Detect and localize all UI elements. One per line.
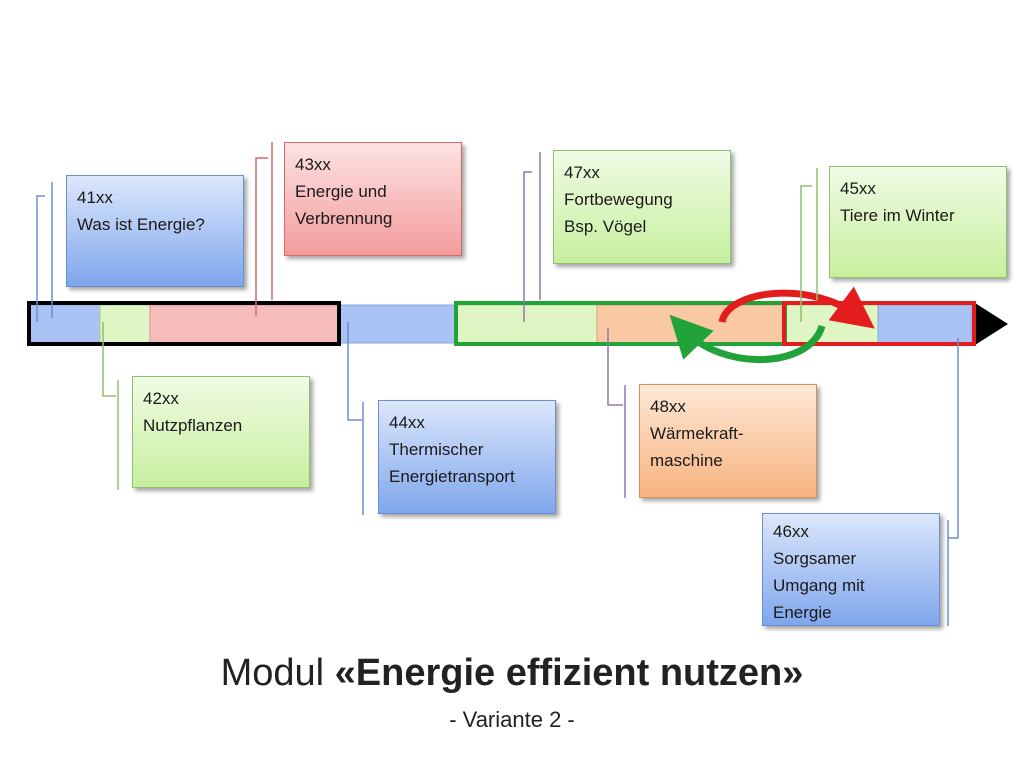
segment-42 (99, 304, 151, 344)
connector-42 (102, 322, 116, 397)
box-46-line3: Energie (773, 603, 832, 622)
box-47-line2: Bsp. Vögel (564, 217, 647, 236)
box-45-code: 45xx (840, 179, 876, 198)
box-48-code: 48xx (650, 397, 686, 416)
title-module-name: «Energie effizient nutzen» (334, 652, 804, 694)
box-43-line2: Verbrennung (295, 209, 393, 228)
box-42-code: 42xx (143, 389, 179, 408)
segment-47 (455, 304, 598, 344)
connector-45 (800, 185, 812, 322)
frame-black (27, 301, 341, 346)
timeline-bar (29, 303, 1008, 345)
title-prefix: Modul (220, 652, 335, 694)
connector-46 (948, 338, 959, 539)
box-44-code: 44xx (389, 413, 425, 432)
box-44-line1: Thermischer (389, 440, 484, 459)
box-47-code: 47xx (564, 163, 600, 182)
segment-43 (149, 304, 339, 344)
box-45-line1: Tiere im Winter (840, 206, 955, 225)
box-45xx: 45xx Tiere im Winter (829, 166, 1007, 278)
green-cycle-arrow (669, 314, 826, 363)
box-47xx: 47xx Fortbewegung Bsp. Vögel (553, 150, 731, 264)
box-42xx: 42xx Nutzpflanzen (132, 376, 310, 488)
page-title: Modul «Energie effizient nutzen» (0, 652, 1024, 695)
connector-48 (607, 328, 623, 406)
timeline-arrowhead (975, 303, 1008, 345)
box-41-code: 41xx (77, 188, 113, 207)
segment-45 (784, 304, 879, 344)
box-43xx: 43xx Energie und Verbrennung (284, 142, 462, 256)
box-47-line1: Fortbewegung (564, 190, 673, 209)
box-41xx: 41xx Was ist Energie? (66, 175, 244, 287)
segment-44 (337, 304, 457, 344)
box-48-line1: Wärmekraft- (650, 424, 744, 443)
page-subtitle: - Variante 2 - (449, 707, 575, 732)
connector-41 (36, 195, 45, 322)
connector-47 (523, 171, 532, 322)
box-46xx: 46xx Sorgsamer Umgang mit Energie (762, 513, 940, 626)
red-cycle-arrow (718, 286, 875, 329)
connectors (36, 142, 959, 626)
segment-41 (29, 304, 101, 344)
box-46-code: 46xx (773, 522, 809, 541)
box-44-line2: Energietransport (389, 467, 515, 486)
box-43-code: 43xx (295, 155, 331, 174)
frame-red (782, 301, 976, 346)
box-46-line1: Sorgsamer (773, 549, 857, 568)
segment-46 (877, 304, 973, 344)
connector-43 (255, 157, 268, 316)
box-48xx: 48xx Wärmekraft- maschine (639, 384, 817, 498)
box-44xx: 44xx Thermischer Energietransport (378, 400, 556, 514)
box-42-line1: Nutzpflanzen (143, 416, 243, 435)
box-46-line2: Umgang mit (773, 576, 865, 595)
box-43-line1: Energie und (295, 182, 387, 201)
box-41-line1: Was ist Energie? (77, 215, 205, 234)
box-48-line2: maschine (650, 451, 723, 470)
connector-44 (347, 322, 362, 421)
